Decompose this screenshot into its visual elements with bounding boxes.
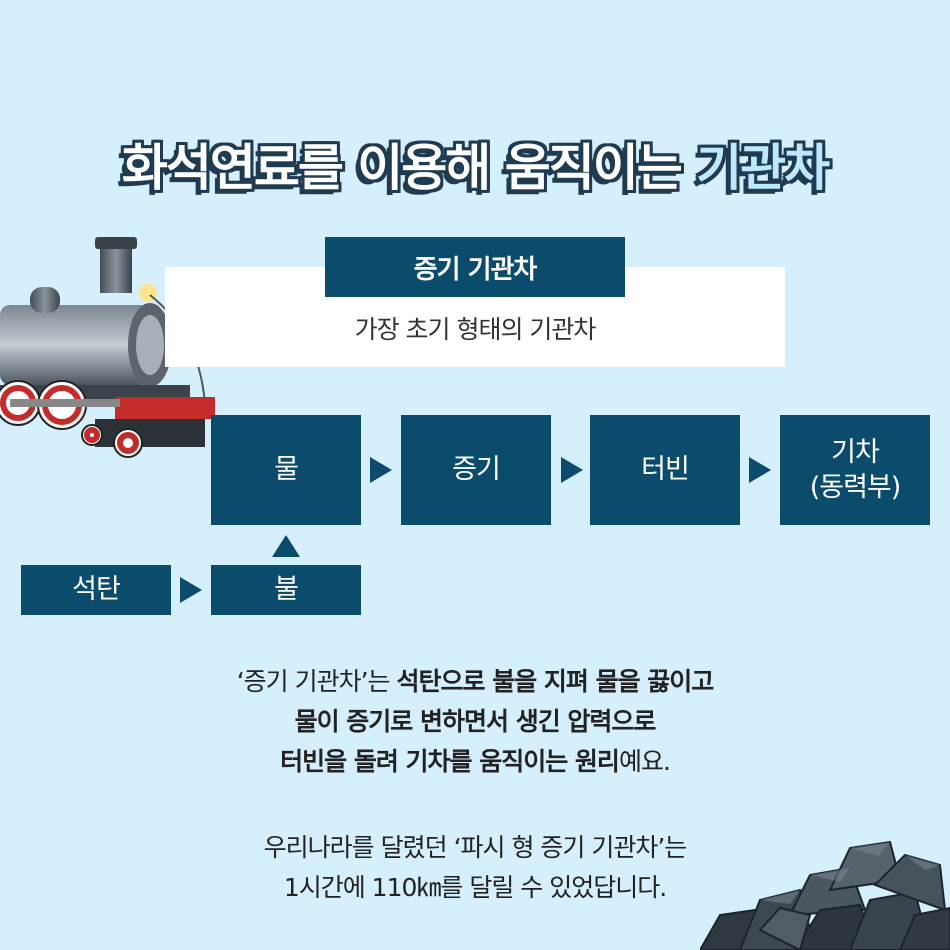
explanation-line-3-a: 터빈을 돌려 기차를 움직이는 원리 (280, 747, 620, 776)
flow-box-water: 물 (211, 415, 361, 525)
flow-box-coal: 석탄 (21, 565, 171, 615)
explanation-line-1: ‘증기 기관차’는 석탄으로 불을 지펴 물을 끓이고 (0, 662, 950, 702)
arrow-right-icon (749, 457, 771, 483)
flow-box-train-sublabel: (동력부) (809, 472, 902, 503)
arrow-right-icon (180, 577, 202, 603)
flow-box-turbine: 터빈 (590, 415, 740, 525)
explanation-line-1-a: ‘증기 기관차’는 (236, 667, 397, 696)
explanation-line-1-b: 석탄으로 불을 지펴 물을 끓이고 (396, 667, 714, 696)
arrow-right-icon (370, 457, 392, 483)
steam-locomotive-illustration (0, 237, 215, 458)
flow-box-train-label: 기차 (831, 436, 880, 468)
arrow-up-icon (272, 535, 300, 557)
coal-pile-illustration (700, 840, 950, 950)
description-card-text: 가장 초기 형태의 기관차 (354, 315, 597, 344)
title-highlight: 기관차 (696, 139, 830, 197)
flow-box-fire: 불 (211, 565, 361, 615)
explanation-line-2: 물이 증기로 변하면서 생긴 압력으로 (0, 702, 950, 742)
page-title: 화석연료를 이용해 움직이는 기관차 (0, 128, 950, 200)
title-main: 화석연료를 이용해 움직이는 (121, 139, 697, 197)
explanation-line-3-b: 예요. (618, 747, 671, 776)
fact-line-2: 1시간에 110㎞를 달릴 수 있었답니다. (283, 873, 667, 902)
explanation-line-2-text: 물이 증기로 변하면서 생긴 압력으로 (294, 707, 657, 736)
description-card-header: 증기 기관차 (325, 237, 625, 297)
flow-box-steam: 증기 (401, 415, 551, 525)
arrow-right-icon (561, 457, 583, 483)
explanation-line-3: 터빈을 돌려 기차를 움직이는 원리예요. (0, 742, 950, 782)
explanation-paragraph: ‘증기 기관차’는 석탄으로 불을 지펴 물을 끓이고 물이 증기로 변하면서 … (0, 662, 950, 782)
fact-paragraph: 우리나라를 달렸던 ‘파시 형 증기 기관차’는 1시간에 110㎞를 달릴 수… (0, 828, 950, 908)
flow-box-train: 기차 (동력부) (780, 415, 930, 525)
fact-line-1: 우리나라를 달렸던 ‘파시 형 증기 기관차’는 (263, 833, 688, 862)
